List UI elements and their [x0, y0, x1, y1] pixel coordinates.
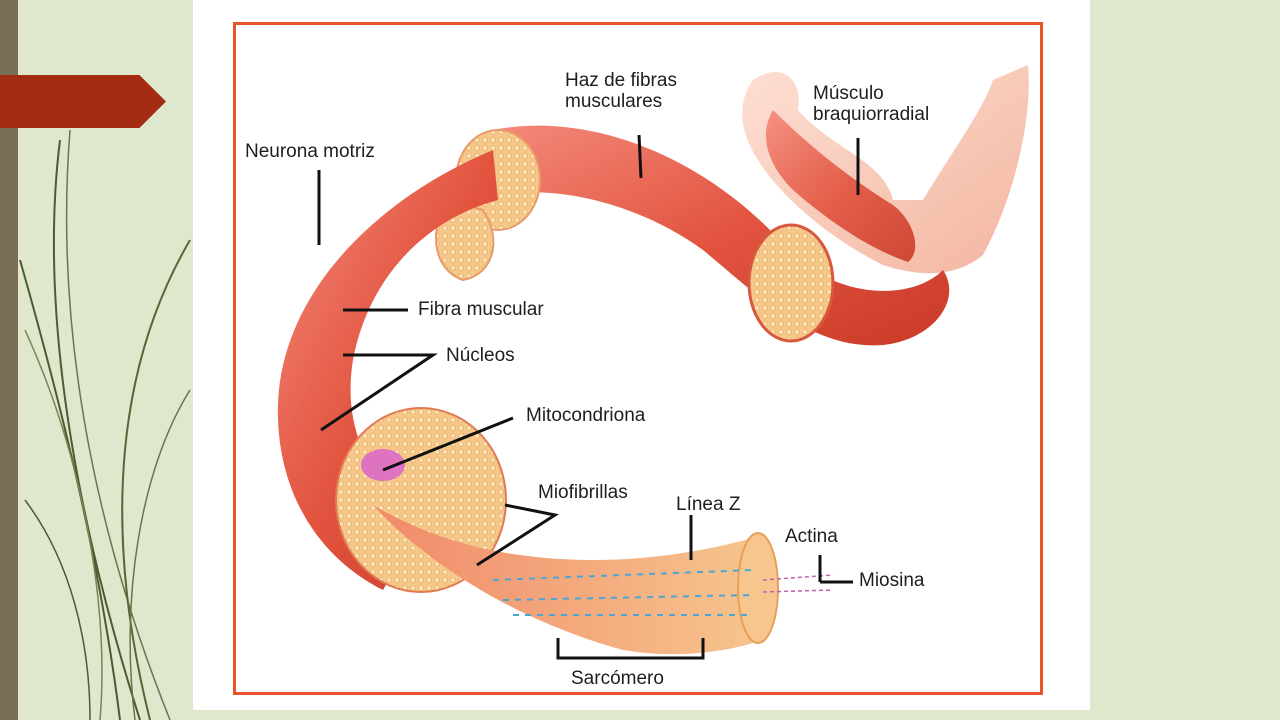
- label-miosina: Miosina: [859, 570, 925, 591]
- myofibril-illustration: [373, 505, 834, 655]
- left-accent-bar: [0, 0, 18, 720]
- label-actina: Actina: [785, 526, 838, 547]
- label-linea-z: Línea Z: [676, 494, 741, 515]
- figure-border: [233, 22, 1043, 695]
- muscle-anatomy-illustration: [277, 65, 1029, 660]
- label-sarcomero: Sarcómero: [571, 668, 664, 689]
- label-neurona-motriz: Neurona motriz: [245, 141, 375, 162]
- figure-frame: Haz de fibras musculares Músculo braquio…: [193, 0, 1090, 710]
- label-fibra-muscular: Fibra muscular: [418, 299, 544, 320]
- label-mitocondriona: Mitocondriona: [526, 405, 646, 426]
- label-miofibrillas: Miofibrillas: [538, 482, 628, 503]
- label-haz-de-fibras: Haz de fibras musculares: [565, 70, 677, 112]
- title-arrow-tab: [0, 75, 166, 128]
- label-musculo-braquiorradial: Músculo braquiorradial: [813, 83, 930, 125]
- arm-illustration: [742, 65, 1029, 274]
- leader-lines: [317, 134, 860, 660]
- label-nucleos: Núcleos: [446, 345, 515, 366]
